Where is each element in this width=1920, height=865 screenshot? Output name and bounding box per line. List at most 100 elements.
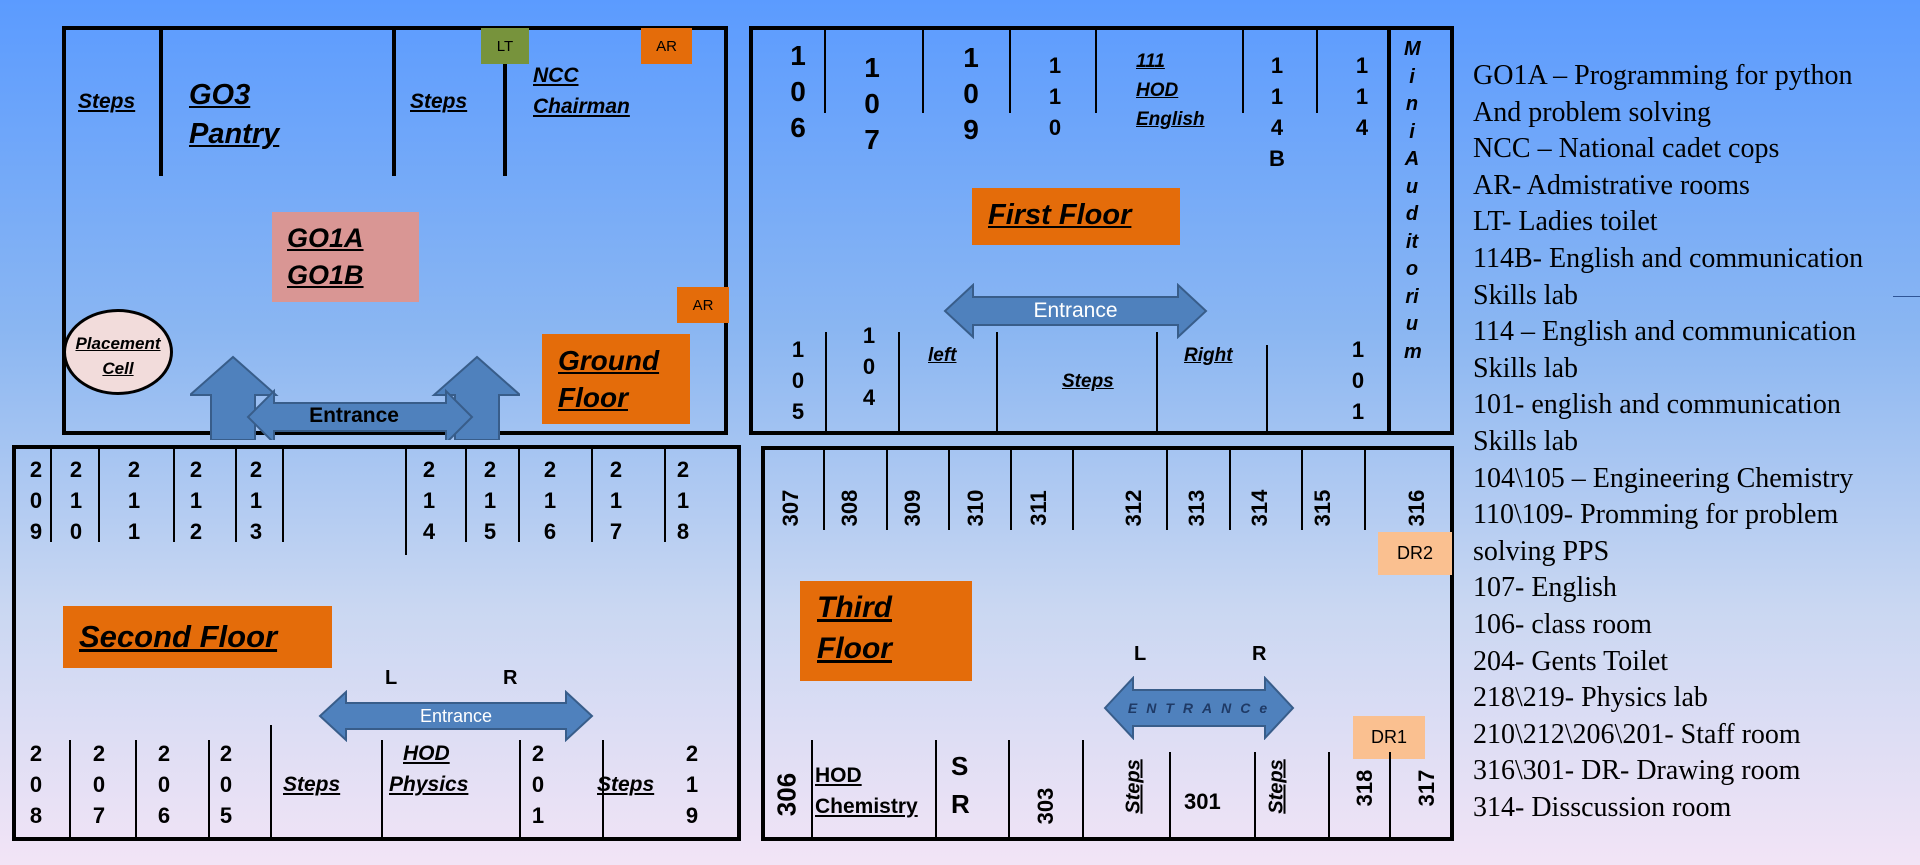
first-right-label: Right <box>1184 345 1233 366</box>
first-bot-div-4 <box>1156 332 1158 433</box>
legend-line: Skills lab <box>1473 352 1579 384</box>
ground-go1-box <box>272 212 419 302</box>
placement-cell-line1: Placement <box>75 334 161 353</box>
first-room-107: 107 <box>864 52 880 155</box>
second-steps-right: Steps <box>597 773 655 796</box>
first-entrance-label: Entrance <box>1033 299 1118 322</box>
ground-divider-3 <box>503 28 507 176</box>
legend-line: Skills lab <box>1473 279 1579 311</box>
third-entrance-label: ENTRANCe <box>1127 700 1277 716</box>
third-top-div-2 <box>886 448 888 530</box>
second-top-div-3 <box>173 447 175 542</box>
legend-line: 218\219- Physics lab <box>1473 682 1708 714</box>
third-steps-right: Steps <box>1265 759 1288 814</box>
third-top-div-9 <box>1364 448 1366 530</box>
third-dr2-label: DR2 <box>1396 543 1433 563</box>
ground-entrance-arrows <box>190 355 520 440</box>
legend-line: AR- Admistrative rooms <box>1473 169 1750 201</box>
first-bot-div-5 <box>1266 345 1268 433</box>
legend-line: Skills lab <box>1473 425 1579 457</box>
second-room-216: 216 <box>543 457 557 544</box>
second-top-div-2 <box>98 447 100 542</box>
second-bot-div-7 <box>602 740 604 839</box>
third-top-div-8 <box>1301 448 1303 530</box>
ground-entrance-label: Entrance <box>309 404 399 427</box>
first-bot-div-1 <box>825 332 827 433</box>
ground-divider-1 <box>159 28 163 176</box>
third-r-label: R <box>1252 643 1267 665</box>
first-bot-div-2 <box>898 332 900 433</box>
ground-floor-title-line1: Ground <box>558 345 660 376</box>
first-hod-line1: 111 <box>1136 51 1165 72</box>
third-room-310: 310 <box>963 489 988 527</box>
first-steps-label: Steps <box>1062 371 1114 392</box>
ground-ncc-line2: Chairman <box>533 95 630 118</box>
first-hod-line3: English <box>1136 109 1205 130</box>
third-floor-panel <box>761 446 1454 841</box>
third-room-308: 308 <box>837 489 862 527</box>
second-room-209: 209 <box>29 457 43 544</box>
first-room-104: 104 <box>862 323 876 410</box>
first-room-109: 109 <box>963 42 979 145</box>
legend-line: 210\212\206\201- Staff room <box>1473 718 1801 750</box>
second-top-div-4 <box>235 447 237 542</box>
legend-line: 114B- English and communication <box>1473 242 1864 274</box>
first-room-105: 105 <box>791 337 805 424</box>
legend-line: 106- class room <box>1473 608 1652 640</box>
legend-line: 107- English <box>1473 572 1617 604</box>
third-l-label: L <box>1134 643 1147 665</box>
second-room-217: 217 <box>609 457 623 544</box>
third-room-301: 301 <box>1184 789 1221 814</box>
third-room-303: 303 <box>1033 787 1058 825</box>
third-room-313: 313 <box>1184 489 1209 527</box>
first-top-div-1 <box>824 28 826 113</box>
legend-line: 114 – English and communication <box>1473 316 1857 348</box>
third-bot-div-7 <box>1328 752 1330 839</box>
second-room-212: 212 <box>189 457 203 544</box>
first-floor-panel <box>749 26 1454 435</box>
second-room-208: 208 <box>29 741 43 828</box>
third-room-315: 315 <box>1310 489 1335 527</box>
second-room-211: 211 <box>127 457 141 544</box>
second-top-div-1 <box>50 447 52 542</box>
third-entrance-arrow <box>1103 676 1295 740</box>
third-bot-div-6 <box>1254 752 1256 839</box>
first-room-114b: 114B <box>1269 53 1285 171</box>
second-bot-div-5 <box>381 740 383 839</box>
first-left-label: left <box>928 345 957 366</box>
third-room-316: 316 <box>1404 489 1429 527</box>
legend-line: solving PPS <box>1473 535 1610 567</box>
legend-line: 316\301- DR- Drawing room <box>1473 755 1801 787</box>
third-bot-div-1 <box>811 740 813 839</box>
second-top-div-5 <box>282 447 284 542</box>
first-top-div-5 <box>1242 28 1244 113</box>
second-room-210: 210 <box>69 457 83 544</box>
third-room-314: 314 <box>1247 489 1272 527</box>
third-floor-title-line2: Floor <box>817 632 892 665</box>
legend-line: And problem solving <box>1473 96 1711 128</box>
first-top-div-2 <box>922 28 924 113</box>
second-steps-left: Steps <box>283 773 341 796</box>
legend-line: GO1A – Programming for python <box>1473 60 1853 91</box>
first-hod-line2: HOD <box>1136 80 1179 101</box>
placement-cell-line2: Cell <box>102 359 134 378</box>
legend-line: NCC – National cadet cops <box>1473 133 1780 165</box>
ground-steps-mid: Steps <box>410 90 468 113</box>
second-floor-panel <box>12 445 741 841</box>
second-room-205: 205 <box>219 741 233 828</box>
second-top-div-8 <box>518 447 520 542</box>
third-room-307: 307 <box>778 489 803 527</box>
ground-go1a: GO1A <box>287 223 364 253</box>
first-bot-div-3 <box>996 332 998 433</box>
second-room-206: 206 <box>157 741 171 828</box>
third-dr2-box: DR2 <box>1378 532 1452 575</box>
ground-ar-right-box: AR <box>677 287 729 323</box>
second-entrance-arrow <box>318 690 594 742</box>
ground-steps-left: Steps <box>78 90 136 113</box>
third-bot-div-4 <box>1082 740 1084 839</box>
second-floor-title-box <box>63 606 332 668</box>
ground-lt-label: LT <box>496 37 514 55</box>
legend-line: LT- Ladies toilet <box>1473 206 1658 238</box>
second-bot-div-4 <box>270 725 272 839</box>
ground-divider-2 <box>392 28 396 176</box>
